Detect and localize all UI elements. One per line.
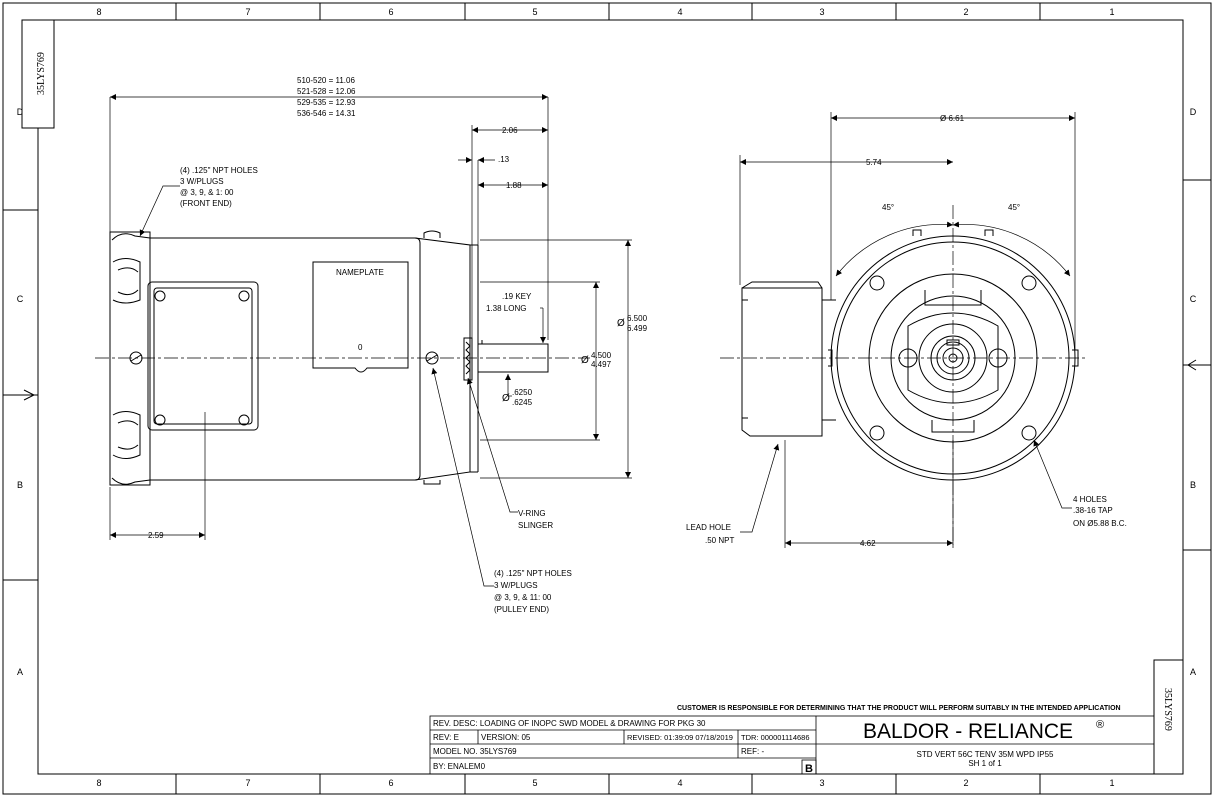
center-mark-left xyxy=(23,389,36,401)
vring-line-1: V-RING xyxy=(518,509,546,518)
zone-row-d-right: D xyxy=(1190,107,1197,117)
shaft-dia-symbol: Ø xyxy=(502,393,510,404)
description: STD VERT 56C TENV 35M WPD IP55 xyxy=(917,750,1054,759)
end-view-dimensions xyxy=(739,112,1076,548)
front-holes-line-1: (4) .125" NPT HOLES xyxy=(180,166,258,175)
angle-45-right: 45° xyxy=(1008,203,1020,212)
model-no: MODEL NO. 35LYS769 xyxy=(433,747,517,756)
zone-row-c: C xyxy=(17,294,24,304)
zone-col-1-bottom: 1 xyxy=(1109,778,1114,788)
version: VERSION: 05 xyxy=(481,733,531,742)
length-529-535: 529-535 = 12.93 xyxy=(297,98,356,107)
dim-188: 1.88 xyxy=(506,181,522,190)
zone-row-d: D xyxy=(17,107,24,117)
dim-462: 4.62 xyxy=(860,539,876,548)
holes-note-line-2: .38-16 TAP xyxy=(1073,506,1113,515)
company-name: BALDOR - RELIANCE xyxy=(863,720,1073,743)
corner-tag-bottom-right: 35LYS769 xyxy=(1162,688,1173,731)
pulley-holes-line-3: @ 3, 9, & 11: 00 xyxy=(494,593,552,602)
dia-661: Ø 6.61 xyxy=(940,114,965,123)
rabbet-dia-upper: 4.500 xyxy=(591,351,612,360)
holes-note-line-3: ON Ø5.88 B.C. xyxy=(1073,519,1127,528)
zone-col-1: 1 xyxy=(1109,7,1114,17)
zone-col-6: 6 xyxy=(388,7,393,17)
dim-206: 2.06 xyxy=(502,126,518,135)
corner-tag-box-bottom-right xyxy=(1153,659,1184,775)
zone-row-b-right: B xyxy=(1190,480,1196,490)
zone-col-5: 5 xyxy=(532,7,537,17)
lead-hole-line-2: .50 NPT xyxy=(705,536,734,545)
zone-col-2-bottom: 2 xyxy=(963,778,968,788)
company-mark: ® xyxy=(1096,719,1104,731)
title-block-text: CUSTOMER IS RESPONSIBLE FOR DETERMINING … xyxy=(433,705,1121,775)
nameplate-zero: 0 xyxy=(358,343,363,352)
front-holes-line-2: 3 W/PLUGS xyxy=(180,177,224,186)
zone-col-8: 8 xyxy=(96,7,101,17)
by: BY: ENALEM0 xyxy=(433,762,486,771)
zone-col-4-bottom: 4 xyxy=(677,778,682,788)
zone-col-4: 4 xyxy=(677,7,682,17)
dim-259: 2.59 xyxy=(148,531,164,540)
center-mark-right xyxy=(1187,359,1197,371)
end-view-labels: Ø 6.61 5.74 45° 45° 4 HOLES .38-16 TAP O… xyxy=(686,114,1127,548)
vring-line-2: SLINGER xyxy=(518,521,553,530)
shaft-dia-lower: .6245 xyxy=(512,398,533,407)
nameplate-label: NAMEPLATE xyxy=(336,268,384,277)
pilot-dia-symbol: Ø xyxy=(617,318,625,329)
front-holes-line-3: @ 3, 9, & 1: 00 xyxy=(180,188,234,197)
key-note-line-1: .19 KEY xyxy=(502,292,532,301)
zone-col-3-bottom: 3 xyxy=(819,778,824,788)
zone-col-3: 3 xyxy=(819,7,824,17)
length-536-546: 536-546 = 14.31 xyxy=(297,109,356,118)
end-view xyxy=(720,205,1085,545)
pulley-holes-line-2: 3 W/PLUGS xyxy=(494,581,538,590)
rabbet-dia-symbol: Ø xyxy=(581,355,589,366)
sheet: SH 1 of 1 xyxy=(968,759,1002,768)
key-note-line-2: 1.38 LONG xyxy=(486,304,526,313)
zone-col-8-bottom: 8 xyxy=(96,778,101,788)
disclaimer: CUSTOMER IS RESPONSIBLE FOR DETERMINING … xyxy=(677,705,1121,712)
pilot-dia-lower: 6.499 xyxy=(627,324,648,333)
pilot-dia-upper: 6.500 xyxy=(627,314,648,323)
zone-col-5-bottom: 5 xyxy=(532,778,537,788)
angle-45-left: 45° xyxy=(882,203,894,212)
rev-desc: REV. DESC: LOADING OF INOPC SWD MODEL & … xyxy=(433,719,706,728)
holes-note-line-1: 4 HOLES xyxy=(1073,495,1107,504)
lead-hole-line-1: LEAD HOLE xyxy=(686,523,731,532)
pulley-holes-line-1: (4) .125" NPT HOLES xyxy=(494,569,572,578)
ref: REF: - xyxy=(741,747,764,756)
corner-tag-top-left: 35LYS769 xyxy=(36,52,47,95)
length-510-520: 510-520 = 11.06 xyxy=(297,76,355,85)
zone-col-7: 7 xyxy=(245,7,250,17)
side-view-dimensions xyxy=(109,94,632,587)
zone-row-a-right: A xyxy=(1190,667,1196,677)
zone-labels: 8 7 6 5 4 3 2 1 8 7 6 5 4 3 2 1 D C B A … xyxy=(17,7,1197,788)
dim-13: .13 xyxy=(498,155,510,164)
corner-tag-box-top-left xyxy=(21,19,55,129)
pulley-holes-line-4: (PULLEY END) xyxy=(494,605,549,614)
front-holes-line-4: (FRONT END) xyxy=(180,199,232,208)
size-letter: B xyxy=(805,763,813,775)
zone-row-a: A xyxy=(17,667,23,677)
zone-row-b: B xyxy=(17,480,23,490)
rev: REV: E xyxy=(433,733,459,742)
length-521-528: 521-528 = 12.06 xyxy=(297,87,356,96)
zone-col-2: 2 xyxy=(963,7,968,17)
zone-row-c-right: C xyxy=(1190,294,1197,304)
shaft-dia-upper: .6250 xyxy=(512,388,533,397)
tdr: TDR: 000001114686 xyxy=(741,733,810,742)
side-view xyxy=(95,230,590,486)
rabbet-dia-lower: 4.497 xyxy=(591,360,612,369)
zone-col-6-bottom: 6 xyxy=(388,778,393,788)
side-view-labels: 510-520 = 11.06 521-528 = 12.06 529-535 … xyxy=(148,76,648,614)
zone-col-7-bottom: 7 xyxy=(245,778,250,788)
dim-574: 5.74 xyxy=(866,158,882,167)
revised: REVISED: 01:39:09 07/18/2019 xyxy=(627,733,733,742)
title-block xyxy=(429,715,1155,775)
